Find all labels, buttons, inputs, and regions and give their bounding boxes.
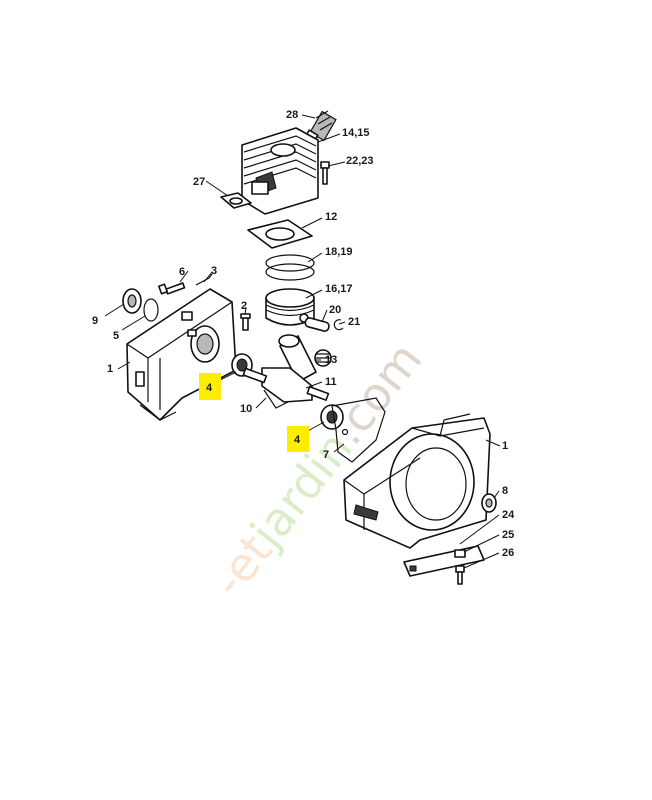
- cylinder-gasket-part: [247, 219, 313, 249]
- callout-12: 12: [325, 211, 337, 223]
- callout-1-left: 1: [107, 363, 113, 375]
- callout-6: 6: [179, 266, 185, 278]
- needle-cage-part: [314, 349, 332, 367]
- callout-13: 13: [325, 354, 337, 366]
- callout-8: 8: [502, 485, 508, 497]
- oil-seal-part-8: [481, 493, 497, 513]
- callout-25: 25: [502, 529, 514, 541]
- spring-hook-part: [195, 273, 213, 286]
- callout-20: 20: [329, 304, 341, 316]
- piston-rings-part: [265, 254, 315, 281]
- callout-27: 27: [193, 176, 205, 188]
- callout-22-23: 22,23: [346, 155, 374, 167]
- screw-part-22: [320, 161, 330, 185]
- callout-24: 24: [502, 509, 515, 521]
- highlight-box-4-left: [199, 373, 221, 400]
- callout-labels: 28 14,15 22,23 27 12 18,19 16,17 6 3 2 9…: [92, 109, 515, 559]
- leader-lines: [104, 114, 501, 569]
- circlip-part: [333, 319, 344, 331]
- rail-bar-part: [403, 545, 485, 577]
- ball-bearing-part-left: [231, 353, 253, 377]
- callout-4-left: 4: [206, 382, 213, 394]
- callout-9: 9: [92, 315, 98, 327]
- callout-16-17: 16,17: [325, 283, 353, 295]
- exhaust-gasket-part: [220, 192, 252, 209]
- nut-part: [454, 549, 466, 558]
- crankcase-gasket-part: [331, 397, 386, 463]
- highlight-box-4-right: [287, 426, 309, 452]
- callout-2: 2: [241, 300, 247, 312]
- callout-5: 5: [113, 330, 119, 342]
- callout-11: 11: [325, 376, 337, 388]
- crankcase-left-part: [126, 288, 237, 421]
- cylinder-part: [241, 127, 319, 215]
- piston-part: [265, 288, 315, 326]
- callout-14-15: 14,15: [342, 127, 370, 139]
- oil-seal-part-9: [122, 288, 142, 314]
- screw-part-26: [455, 565, 465, 585]
- callout-21: 21: [348, 316, 360, 328]
- callout-10: 10: [240, 403, 252, 415]
- piston-pin-part: [304, 317, 330, 332]
- callout-28: 28: [286, 109, 298, 121]
- crankcase-right-part: [343, 413, 491, 549]
- callout-26: 26: [502, 547, 514, 559]
- screw-part-6: [158, 282, 186, 295]
- callout-1-right: 1: [502, 440, 508, 452]
- crankshaft-part: [242, 334, 330, 409]
- callout-7: 7: [323, 449, 329, 461]
- callout-3: 3: [211, 265, 217, 277]
- stud-part-2: [240, 313, 251, 331]
- callout-18-19: 18,19: [325, 246, 353, 258]
- o-ring-part-5: [143, 298, 159, 322]
- callout-4-right: 4: [294, 434, 301, 446]
